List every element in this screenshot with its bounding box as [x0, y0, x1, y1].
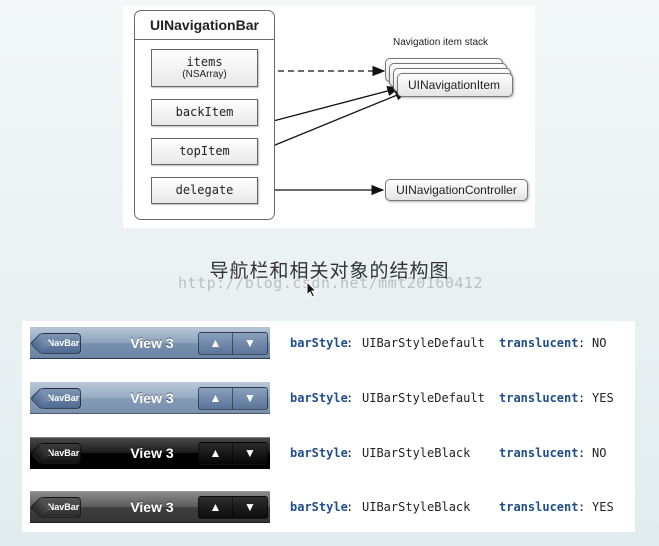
diagram-connectors — [257, 65, 409, 196]
navigation-bar-diagram: UINavigationBar items (NSArray) backItem… — [123, 6, 535, 228]
items-property-type: (NSArray) — [182, 69, 227, 80]
bar-style-row: NavBar View 3 ▲ ▼ barStyle : UIBarStyleB… — [22, 487, 635, 527]
navigation-title: View 3 — [130, 335, 174, 351]
barstyle-key: barStyle — [290, 446, 348, 460]
translucent-value: YES — [592, 391, 614, 405]
navigation-title: View 3 — [130, 445, 174, 461]
topitem-arrow — [257, 90, 409, 153]
triangle-up-icon[interactable]: ▲ — [199, 497, 233, 518]
up-down-segmented-control[interactable]: ▲ ▼ — [198, 387, 268, 410]
translucent-colon: : — [578, 336, 586, 350]
barstyle-key: barStyle — [290, 391, 348, 405]
navigation-title: View 3 — [130, 499, 174, 515]
stack-title: Navigation item stack — [393, 37, 489, 48]
barstyle-colon: : — [346, 391, 354, 405]
translucent-value: NO — [592, 336, 607, 350]
translucent-key: translucent — [499, 500, 579, 514]
translucent-colon: : — [578, 500, 586, 514]
bar-style-row: NavBar View 3 ▲ ▼ barStyle : UIBarStyleD… — [22, 378, 635, 418]
up-down-segmented-control[interactable]: ▲ ▼ — [198, 332, 268, 355]
triangle-down-icon[interactable]: ▼ — [244, 500, 256, 514]
translucent-colon: : — [578, 446, 586, 460]
bar-style-row: NavBar View 3 ▲ ▼ barStyle : UIBarStyleD… — [22, 323, 635, 363]
barstyle-key: barStyle — [290, 336, 348, 350]
delegate-property-box: delegate — [151, 177, 258, 204]
navigation-bar-preview: NavBar View 3 ▲ ▼ — [30, 437, 270, 469]
translucent-value: NO — [592, 446, 607, 460]
translucent-key: translucent — [499, 446, 579, 460]
barstyle-value: UIBarStyleDefault — [362, 391, 485, 405]
watermark: http://blog.csdn.net/mmt20160412 — [178, 274, 483, 292]
barstyle-key: barStyle — [290, 500, 348, 514]
mouse-pointer-icon — [306, 281, 318, 298]
navigation-title: View 3 — [130, 390, 174, 406]
backitem-property-label: backItem — [175, 105, 234, 119]
back-button[interactable]: NavBar — [40, 443, 81, 464]
back-button[interactable]: NavBar — [40, 497, 81, 518]
navigation-controller-box: UINavigationController — [385, 179, 528, 201]
figure-caption: 导航栏和相关对象的结构图 — [209, 260, 450, 282]
stack-card-front: UINavigationItem — [397, 73, 513, 97]
translucent-colon: : — [578, 391, 586, 405]
up-down-segmented-control[interactable]: ▲ ▼ — [198, 496, 268, 519]
bar-style-row: NavBar View 3 ▲ ▼ barStyle : UIBarStyleB… — [22, 433, 635, 473]
translucent-key: translucent — [499, 391, 579, 405]
barstyle-colon: : — [346, 336, 354, 350]
back-button[interactable]: NavBar — [40, 333, 81, 354]
navigation-bar-preview: NavBar View 3 ▲ ▼ — [30, 382, 270, 414]
backitem-property-box: backItem — [151, 99, 258, 126]
bar-styles-table: NavBar View 3 ▲ ▼ barStyle : UIBarStyleD… — [22, 321, 635, 532]
translucent-value: YES — [592, 500, 614, 514]
items-property-box: items (NSArray) — [151, 49, 258, 87]
items-property-label: items — [186, 55, 223, 69]
navigation-bar-preview: NavBar View 3 ▲ ▼ — [30, 491, 270, 523]
triangle-down-icon[interactable]: ▼ — [244, 336, 256, 350]
backitem-arrow — [257, 85, 401, 126]
navigation-item-label: UINavigationItem — [408, 78, 501, 92]
topitem-property-label: topItem — [179, 144, 230, 158]
topitem-property-box: topItem — [151, 138, 258, 165]
barstyle-colon: : — [346, 446, 354, 460]
triangle-down-icon[interactable]: ▼ — [244, 391, 256, 405]
barstyle-value: UIBarStyleDefault — [362, 336, 485, 350]
barstyle-value: UIBarStyleBlack — [362, 446, 471, 460]
back-button[interactable]: NavBar — [40, 388, 81, 409]
translucent-key: translucent — [499, 336, 579, 350]
triangle-up-icon[interactable]: ▲ — [199, 333, 233, 354]
delegate-property-label: delegate — [175, 183, 234, 197]
barstyle-value: UIBarStyleBlack — [362, 500, 471, 514]
navigation-bar-preview: NavBar View 3 ▲ ▼ — [30, 327, 270, 359]
panel-title: UINavigationBar — [135, 11, 274, 40]
triangle-up-icon[interactable]: ▲ — [199, 388, 233, 409]
triangle-up-icon[interactable]: ▲ — [199, 443, 233, 464]
up-down-segmented-control[interactable]: ▲ ▼ — [198, 442, 268, 465]
barstyle-colon: : — [346, 500, 354, 514]
triangle-down-icon[interactable]: ▼ — [244, 446, 256, 460]
